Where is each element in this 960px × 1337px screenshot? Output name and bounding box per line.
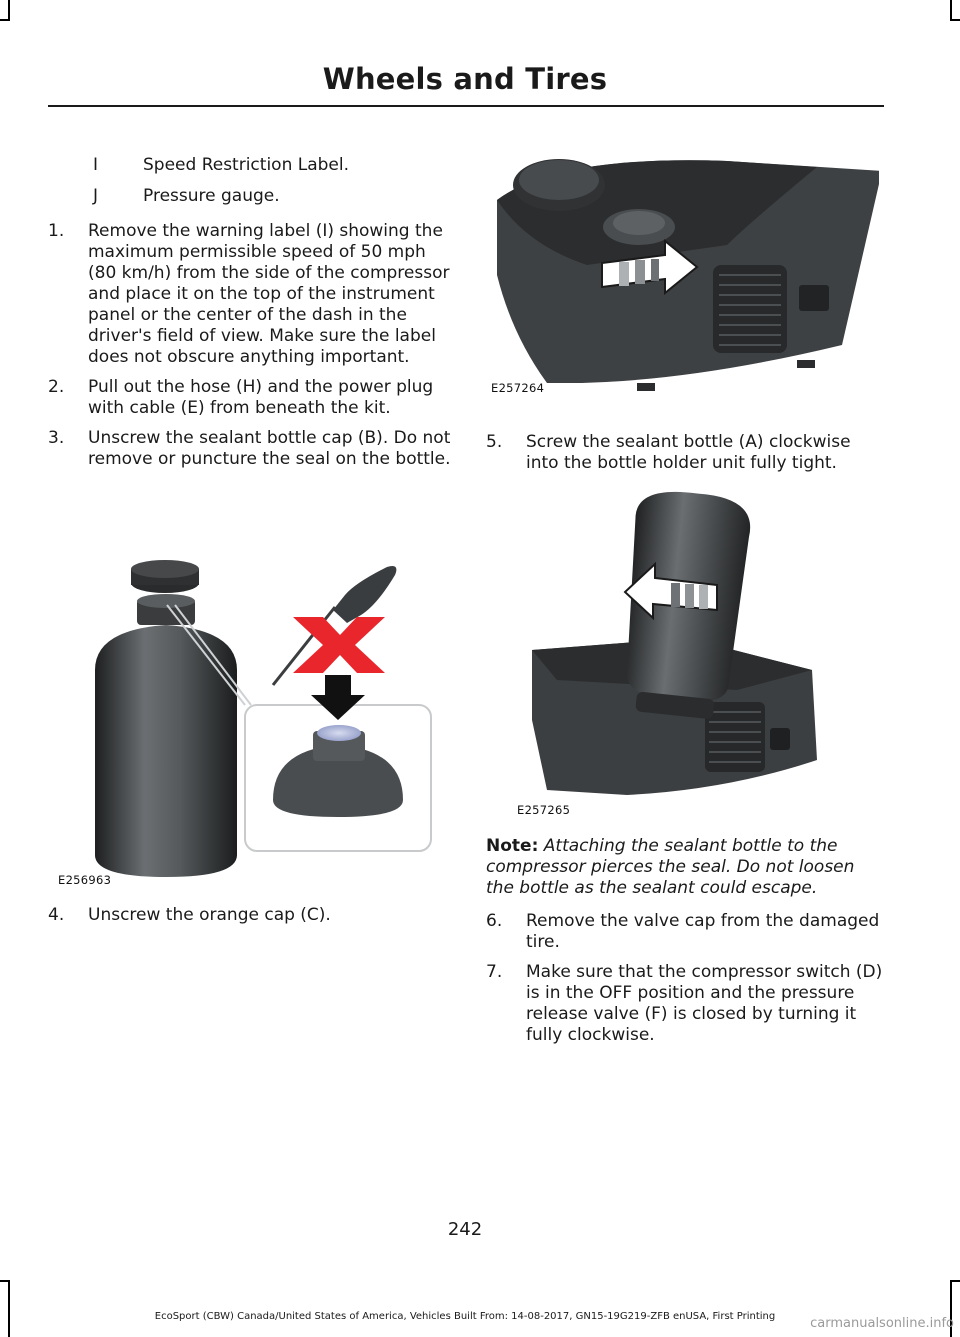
right-lower-text: Note: Attaching the sealant bottle to th… — [486, 836, 884, 1055]
crop-mark — [8, 0, 10, 20]
step-text: Unscrew the sealant bottle cap (B). Do n… — [88, 428, 451, 469]
step-number: 4. — [48, 905, 65, 925]
step-text: Remove the warning label (I) showing the… — [88, 221, 450, 367]
crop-mark — [0, 19, 10, 21]
step-text: Make sure that the compressor switch (D)… — [526, 962, 883, 1045]
header-rule — [48, 105, 884, 107]
key-item: J Pressure gauge. — [48, 186, 452, 207]
step-item: 4. Unscrew the orange cap (C). — [48, 905, 452, 935]
step-item: 6. Remove the valve cap from the damaged… — [486, 911, 884, 953]
step-number: 7. — [486, 962, 503, 982]
step-item: 1. Remove the warning label (I) showing … — [48, 221, 452, 368]
step-text: Unscrew the orange cap (C). — [88, 905, 331, 925]
step-item: 7. Make sure that the compressor switch … — [486, 962, 884, 1046]
page-title: Wheels and Tires — [322, 62, 608, 96]
crop-mark — [950, 1280, 952, 1337]
bottle-on-compressor-illustration — [532, 491, 817, 795]
crop-mark — [950, 1280, 960, 1282]
step-number: 6. — [486, 911, 503, 931]
figure-label: E257265 — [517, 803, 571, 817]
figure-bottle-cap: E256963 — [55, 555, 445, 890]
key-text: Speed Restriction Label. — [143, 155, 350, 175]
figure-label: E257264 — [491, 381, 545, 395]
key-text: Pressure gauge. — [143, 186, 280, 206]
note: Note: Attaching the sealant bottle to th… — [486, 836, 884, 899]
crop-mark — [950, 0, 952, 20]
step-number: 3. — [48, 428, 65, 448]
page-number: 242 — [447, 1219, 483, 1240]
left-column: I Speed Restriction Label. J Pressure ga… — [48, 155, 452, 479]
crop-mark — [8, 1280, 10, 1337]
bottle-cap-illustration — [95, 560, 432, 877]
watermark: carmanualsonline.info — [810, 1316, 954, 1331]
step-text: Remove the valve cap from the damaged ti… — [526, 911, 880, 952]
figure-bottle-on-compressor: E257265 — [487, 490, 879, 820]
step-item: 2. Pull out the hose (H) and the power p… — [48, 377, 452, 419]
footer-text: EcoSport (CBW) Canada/United States of A… — [154, 1311, 776, 1322]
step-text: Pull out the hose (H) and the power plug… — [88, 377, 434, 418]
figure-bottle-holder: E257264 — [487, 155, 882, 400]
step-text: Screw the sealant bottle (A) clockwise i… — [526, 432, 851, 473]
key-letter: I — [92, 155, 98, 175]
key-item: I Speed Restriction Label. — [48, 155, 452, 176]
step-number: 2. — [48, 377, 65, 397]
step-number: 1. — [48, 221, 65, 241]
note-text: Attaching the sealant bottle to the comp… — [486, 836, 855, 898]
step-number: 5. — [486, 432, 503, 452]
step-item: 3. Unscrew the sealant bottle cap (B). D… — [48, 428, 452, 470]
key-letter: J — [92, 186, 98, 206]
crop-mark — [950, 19, 960, 21]
figure-label: E256963 — [58, 873, 112, 887]
step-item: 5. Screw the sealant bottle (A) clockwis… — [486, 432, 884, 483]
bottle-holder-illustration — [497, 159, 882, 391]
note-label: Note: — [486, 836, 539, 856]
crop-mark — [0, 1280, 10, 1282]
